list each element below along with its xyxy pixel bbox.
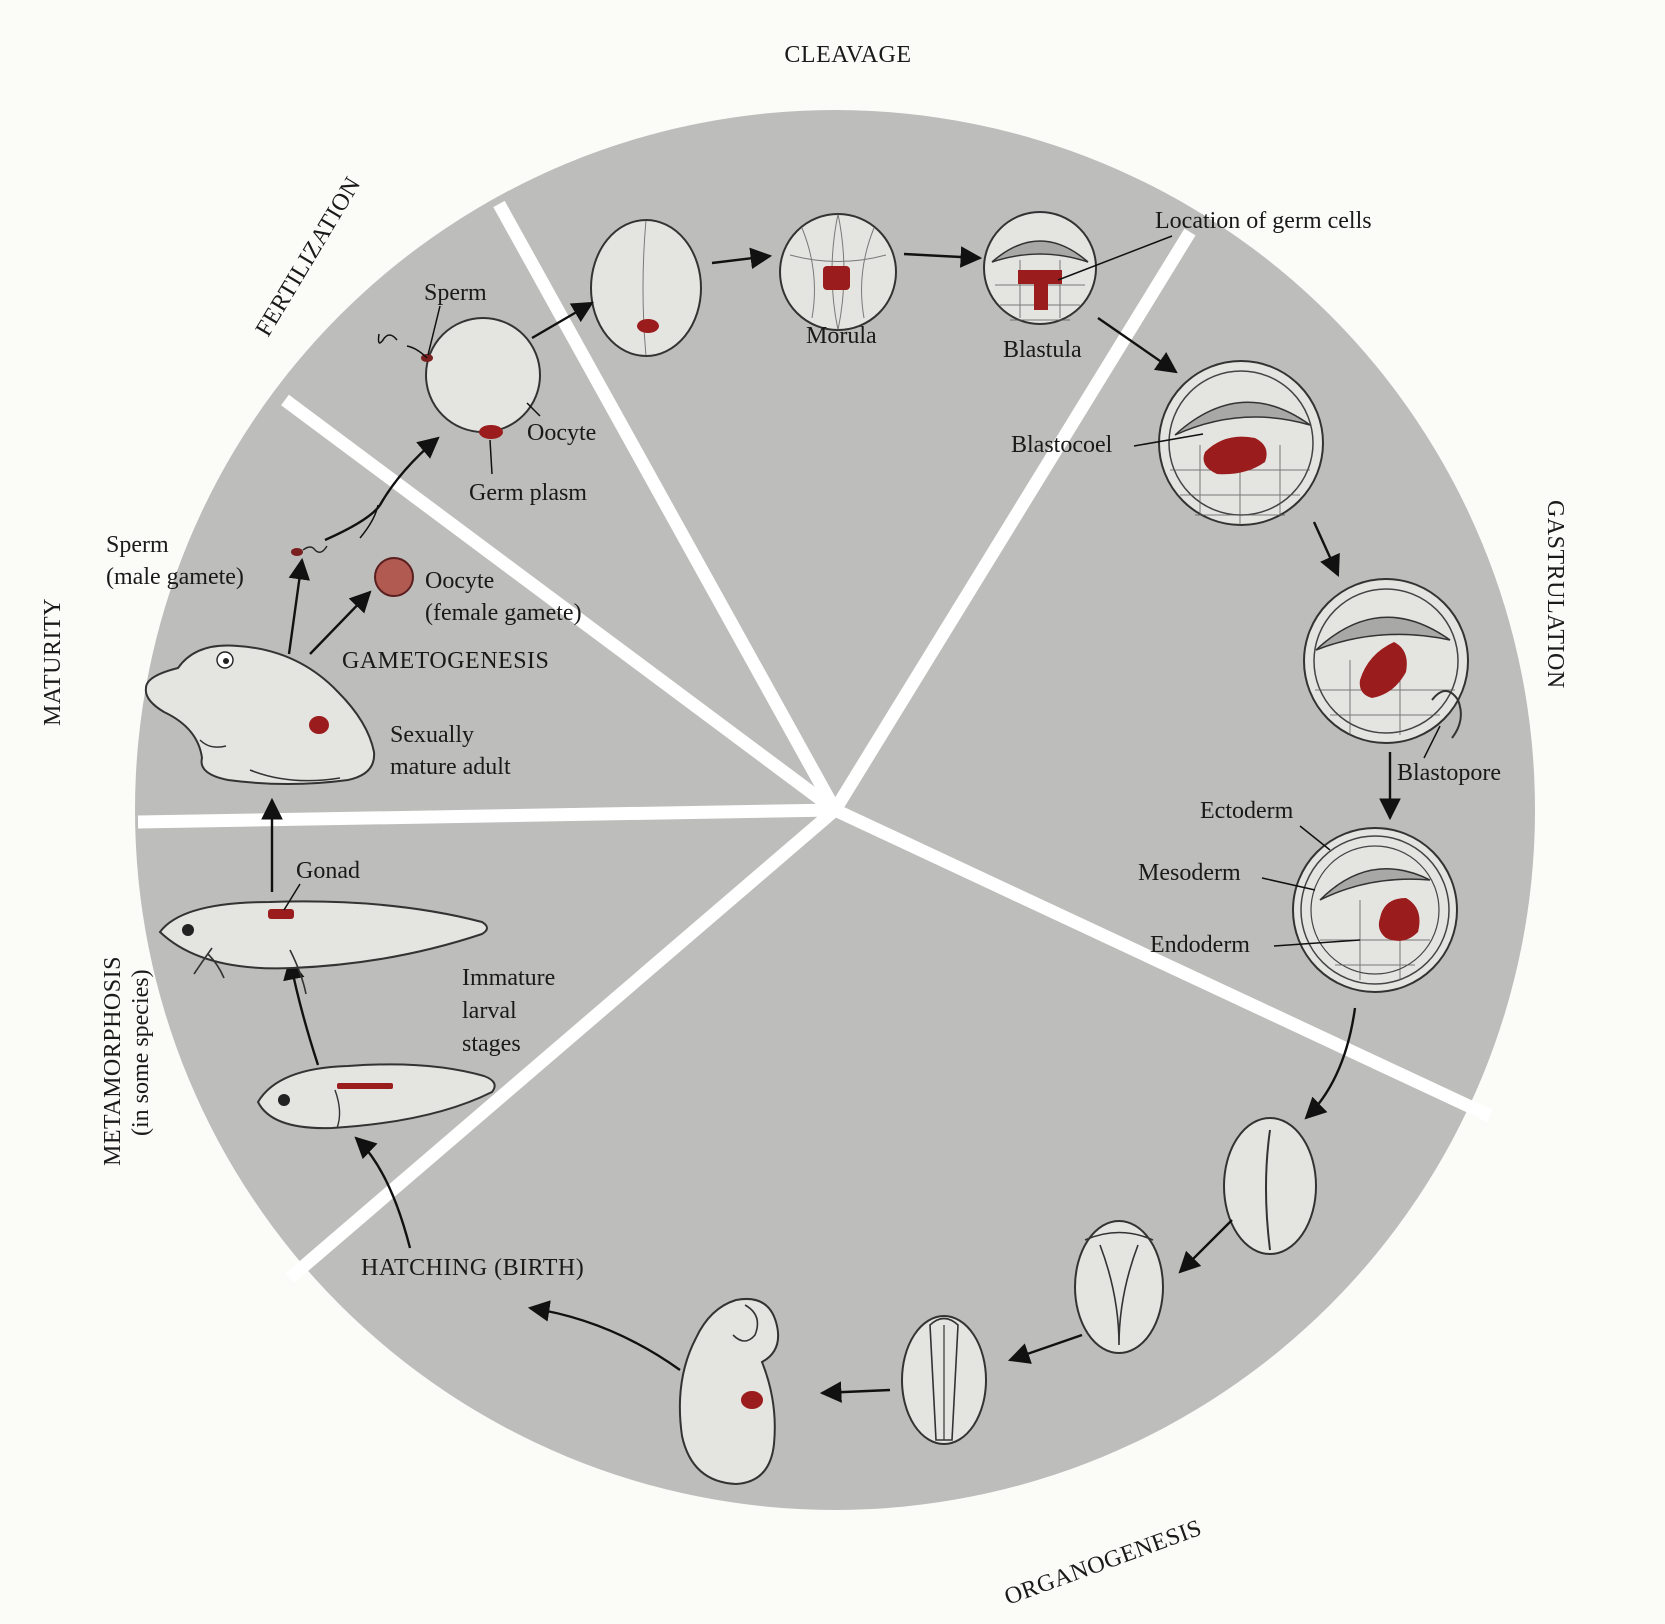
label-blastocoel: Blastocoel — [1011, 432, 1113, 458]
neurula-stage-3 — [902, 1316, 986, 1444]
label-adult-1: Sexually — [390, 722, 474, 748]
neurula-stage-1 — [1224, 1118, 1316, 1254]
morula-embryo — [780, 214, 896, 330]
label-oocyte-top: Oocyte — [527, 420, 596, 446]
label-gametogenesis: GAMETOGENESIS — [342, 648, 549, 674]
stage-label-metamorphosis-note: (in some species) — [128, 969, 154, 1136]
late-gastrula — [1293, 828, 1457, 992]
label-endoderm: Endoderm — [1150, 932, 1250, 958]
germ-plasm-mark — [479, 425, 503, 439]
stage-label-gastrulation: GASTRULATION — [1542, 500, 1568, 689]
oocyte-gamete — [375, 558, 413, 596]
early-gastrula — [1159, 361, 1323, 525]
stage-label-organogenesis: ORGANOGENESIS — [1001, 1515, 1205, 1611]
label-larval-1: Immature — [462, 965, 555, 991]
neurula-stage-2 — [1075, 1221, 1163, 1353]
label-oocyte-left-2: (female gamete) — [425, 600, 582, 626]
label-sperm-left-1: Sperm — [106, 532, 169, 558]
label-larval-2: larval — [462, 998, 517, 1024]
two-cell-embryo — [591, 220, 701, 356]
label-blastopore: Blastopore — [1397, 760, 1501, 786]
label-larval-3: stages — [462, 1031, 521, 1057]
stage-label-metamorphosis: METAMORPHOSIS — [100, 956, 126, 1166]
blastula-embryo — [984, 212, 1096, 324]
stage-label-maturity: MATURITY — [40, 598, 66, 726]
label-hatching: HATCHING (BIRTH) — [361, 1255, 584, 1281]
label-mesoderm: Mesoderm — [1138, 860, 1241, 886]
mid-gastrula — [1304, 579, 1468, 743]
label-gonad: Gonad — [296, 858, 360, 884]
label-oocyte-left-1: Oocyte — [425, 568, 494, 594]
stage-label-cleavage: CLEAVAGE — [784, 42, 911, 68]
label-adult-2: mature adult — [390, 754, 511, 780]
label-sperm-left-2: (male gamete) — [106, 564, 244, 590]
label-morula: Morula — [806, 323, 877, 349]
label-sperm-top: Sperm — [424, 280, 487, 306]
label-blastula: Blastula — [1003, 337, 1082, 363]
label-ectoderm: Ectoderm — [1200, 798, 1294, 824]
label-germ-plasm: Germ plasm — [469, 480, 587, 506]
label-location-germ-cells: Location of germ cells — [1155, 208, 1372, 234]
